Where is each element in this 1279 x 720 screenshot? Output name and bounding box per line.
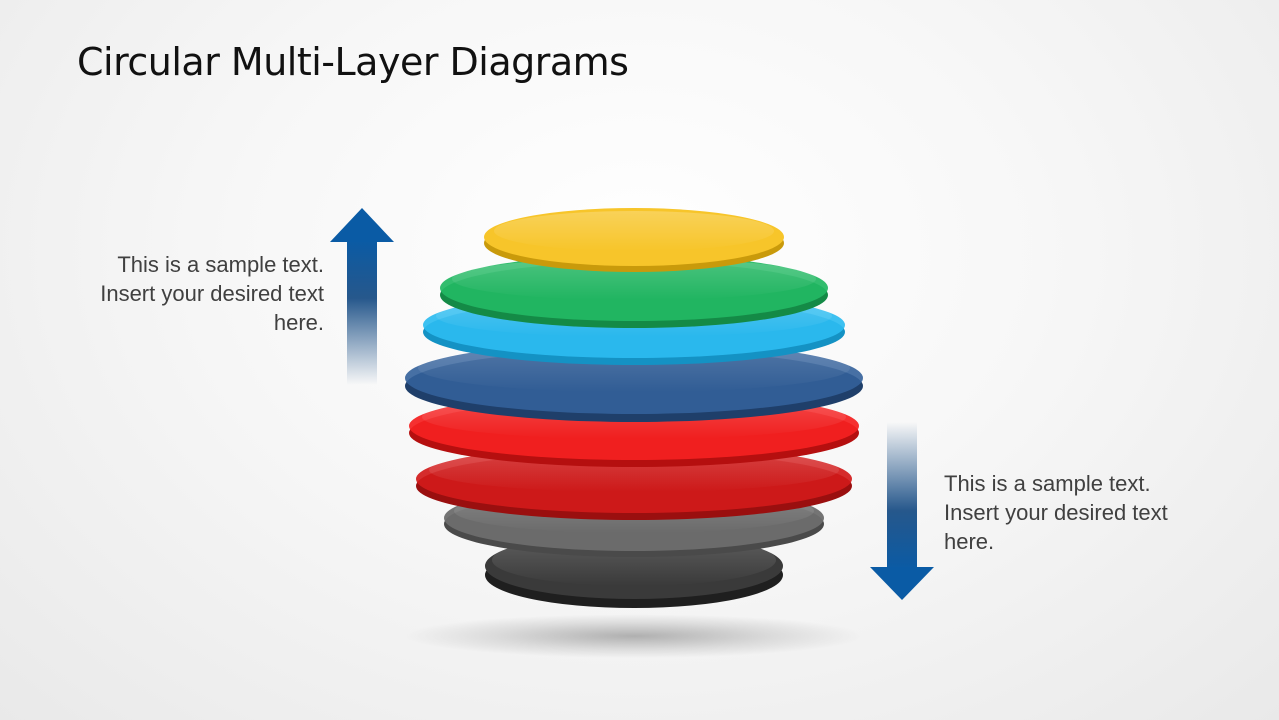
caption-left-line-3: here. (273, 310, 324, 335)
caption-left-line-1: This is a sample text. (117, 252, 324, 277)
slide-title: Circular Multi-Layer Diagrams (77, 40, 629, 84)
caption-right-line-1: This is a sample text. (944, 471, 1151, 496)
caption-left-line-2: Insert your desired text (100, 281, 324, 306)
up-arrow-icon (330, 208, 394, 385)
caption-left: This is a sample text. Insert your desir… (100, 250, 324, 337)
up-arrow-head (330, 208, 394, 242)
caption-right-line-2: Insert your desired text (944, 500, 1168, 525)
caption-right: This is a sample text. Insert your desir… (944, 469, 1168, 556)
caption-right-line-3: here. (944, 529, 995, 554)
layer-yellow (484, 208, 784, 272)
layer-green (440, 255, 828, 328)
down-arrow-icon (870, 422, 934, 600)
down-arrow-head (870, 567, 934, 600)
floor-shadow (404, 614, 864, 658)
